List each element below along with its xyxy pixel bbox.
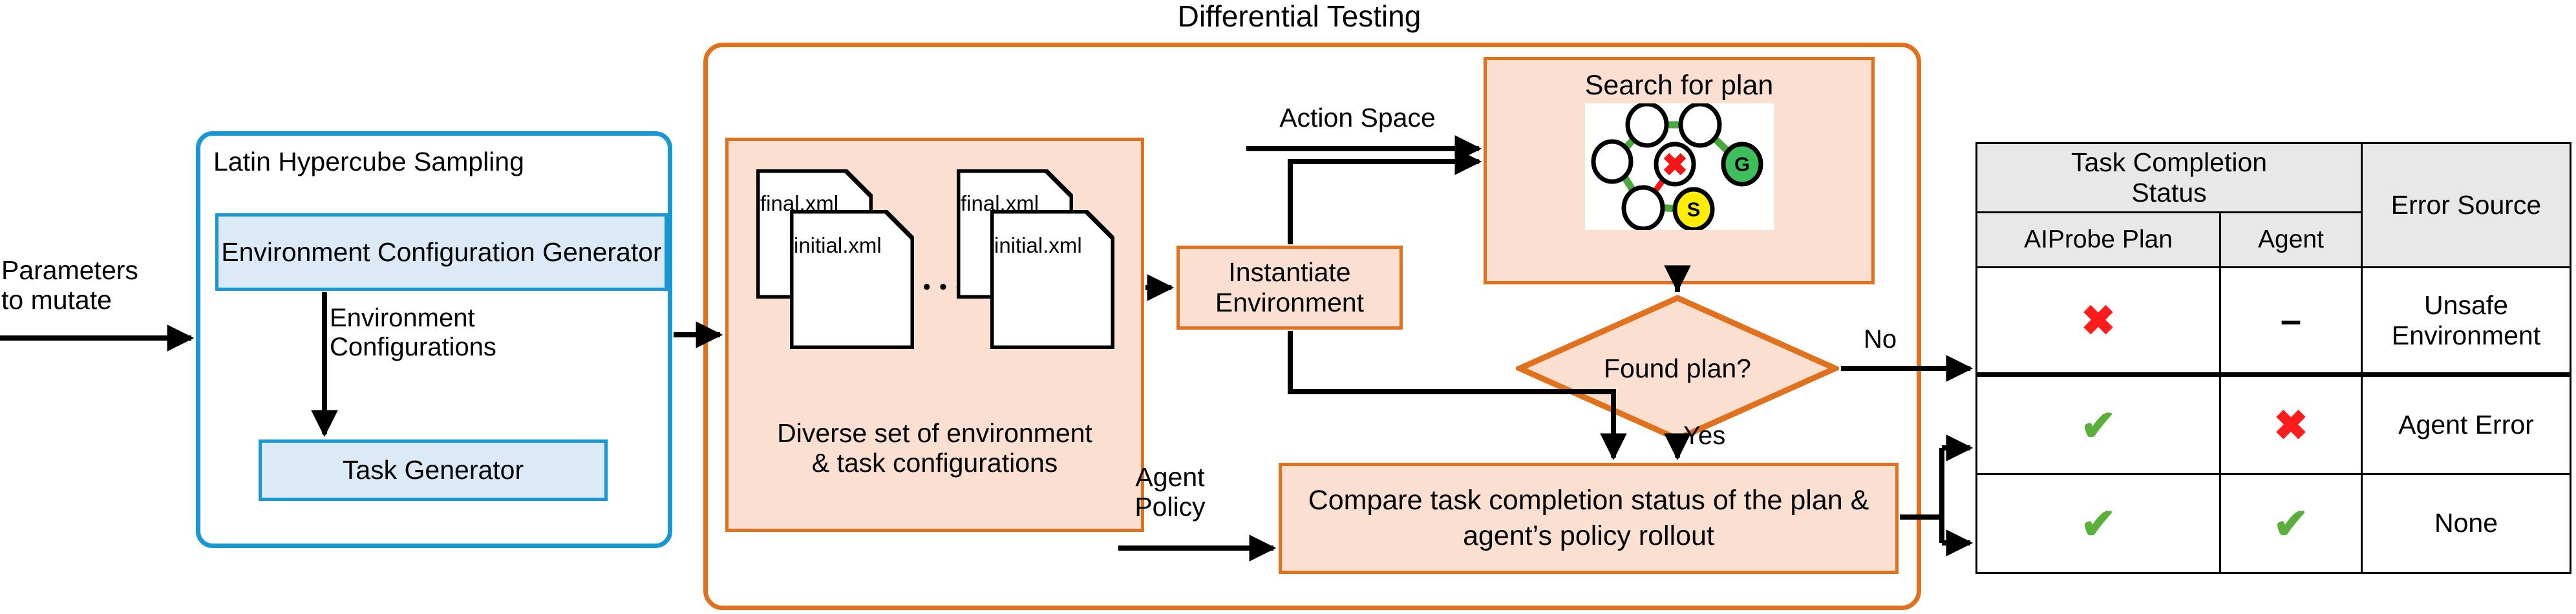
check-icon: ✔ bbox=[2273, 499, 2309, 547]
results-table: Task Completion Status Error Source AIPr… bbox=[1975, 142, 2571, 575]
task-completion-status-header: Task Completion Status bbox=[1975, 142, 2363, 213]
cell-plan-status: ✔ bbox=[1975, 472, 2221, 575]
cell-error-source: Agent Error bbox=[2361, 374, 2571, 475]
decision-yes-label: Yes bbox=[1683, 421, 1726, 450]
cell-agent-status: – bbox=[2219, 266, 2363, 377]
dash-icon: – bbox=[2280, 299, 2302, 341]
search-for-plan-title: Search for plan bbox=[1584, 70, 1774, 101]
cross-icon: ✖ bbox=[2081, 297, 2116, 344]
check-icon: ✔ bbox=[2080, 401, 2116, 449]
cell-plan-status: ✔ bbox=[1975, 374, 2221, 475]
diverse-configs-caption: Diverse set of environment & task config… bbox=[777, 418, 1092, 478]
parameters-to-mutate-label: Parameters to mutate bbox=[1, 255, 138, 315]
table-subheader-row: AIProbe Plan Agent bbox=[1975, 211, 2571, 268]
plan-search-graph: G S bbox=[1585, 101, 1774, 232]
check-icon: ✔ bbox=[2080, 499, 2116, 547]
table-row: ✖ – Unsafe Environment bbox=[1975, 266, 2571, 377]
agent-col-header: Agent bbox=[2219, 211, 2363, 268]
compare-task-status-box[interactable]: Compare task completion status of the pl… bbox=[1279, 463, 1899, 574]
aiprobe-plan-col-header: AIProbe Plan bbox=[1975, 211, 2221, 268]
file-icon-initial-xml: initial.xml bbox=[789, 209, 915, 352]
action-space-label: Action Space bbox=[1279, 103, 1436, 132]
found-plan-decision[interactable]: Found plan? bbox=[1516, 294, 1839, 443]
blocked-x-icon bbox=[1663, 153, 1687, 176]
environment-configurations-edge-label: Environment Configurations bbox=[330, 304, 496, 361]
file-label: initial.xml bbox=[994, 233, 1082, 257]
agent-policy-label: Agent Policy bbox=[1134, 462, 1206, 522]
file-label: initial.xml bbox=[794, 233, 882, 257]
graph-node bbox=[1625, 101, 1669, 148]
table-row: ✔ ✖ Agent Error bbox=[1975, 374, 2571, 475]
cross-icon: ✖ bbox=[2273, 401, 2308, 449]
diagram-title: Differential Testing bbox=[1177, 0, 1421, 33]
file-icon-initial-xml: initial.xml bbox=[989, 209, 1116, 352]
graph-node bbox=[1678, 101, 1722, 148]
table-row: ✔ ✔ None bbox=[1975, 472, 2571, 575]
cell-agent-status: ✔ bbox=[2219, 472, 2363, 575]
cell-plan-status: ✖ bbox=[1975, 266, 2221, 377]
start-node-label: S bbox=[1687, 198, 1701, 221]
cell-error-source: Unsafe Environment bbox=[2361, 266, 2571, 377]
instantiate-environment-box[interactable]: Instantiate Environment bbox=[1176, 246, 1403, 330]
graph-node-start bbox=[1672, 187, 1715, 232]
error-source-header: Error Source bbox=[2361, 142, 2571, 268]
graph-node-goal bbox=[1721, 142, 1763, 187]
goal-node-label: G bbox=[1734, 153, 1750, 176]
decision-no-label: No bbox=[1864, 325, 1897, 354]
task-generator-box[interactable]: Task Generator bbox=[259, 439, 608, 501]
latin-hypercube-sampling-title: Latin Hypercube Sampling bbox=[213, 147, 524, 176]
cell-error-source: None bbox=[2361, 472, 2571, 575]
found-plan-label: Found plan? bbox=[1604, 353, 1751, 383]
environment-configuration-generator-box[interactable]: Environment Configuration Generator bbox=[215, 213, 668, 291]
table-header-row: Task Completion Status Error Source bbox=[1975, 142, 2571, 268]
cell-agent-status: ✖ bbox=[2219, 374, 2363, 475]
graph-node bbox=[1591, 139, 1634, 184]
graph-node bbox=[1621, 185, 1665, 231]
